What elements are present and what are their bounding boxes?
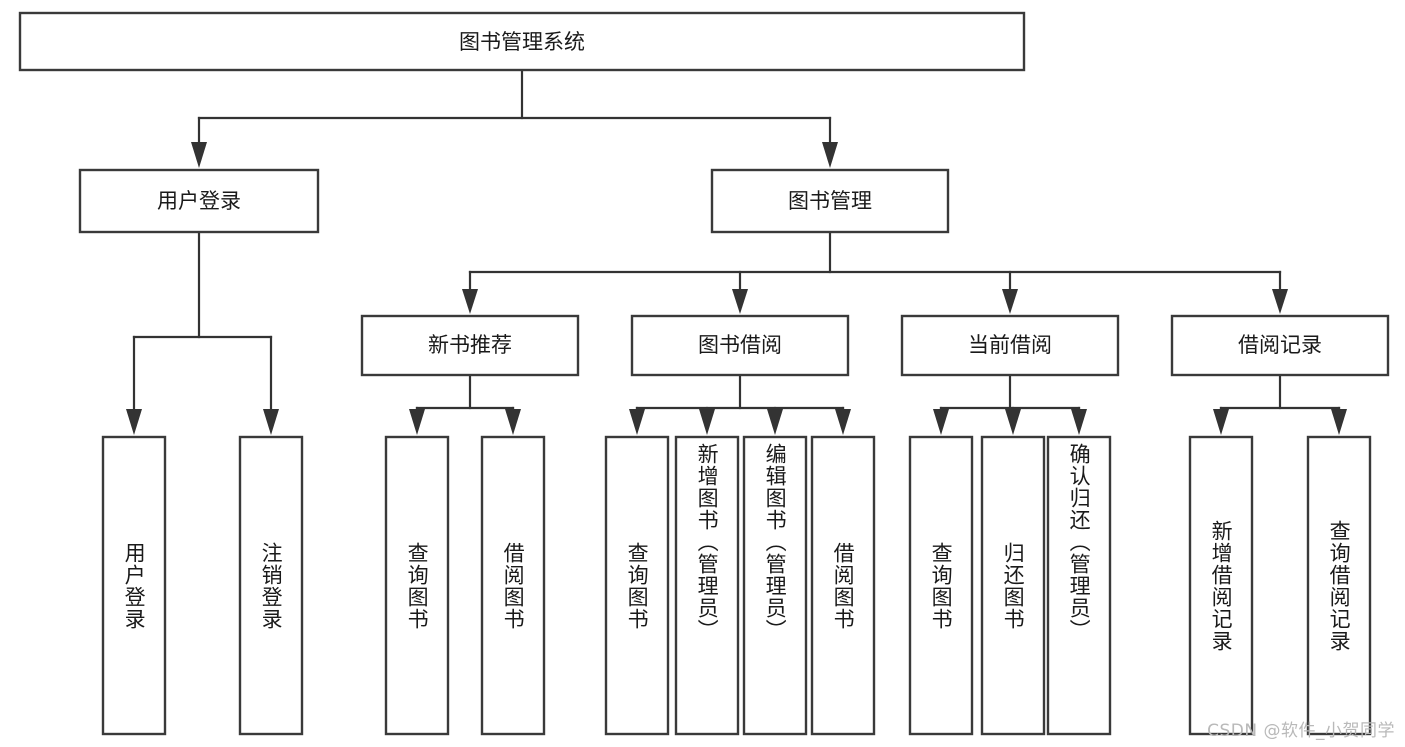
node-user-login-label: 用户登录 (157, 189, 241, 213)
arrow-to-user-login (191, 142, 207, 168)
leaf-box-user-login[interactable] (101, 435, 167, 736)
arrow-to-leaf-query-book-3 (933, 409, 949, 435)
leaf-box-borrow-book-1[interactable] (480, 435, 546, 736)
leaf-box-query-book-2[interactable] (604, 435, 670, 736)
leaf-box-add-book[interactable] (674, 435, 740, 736)
arrow-to-leaf-query-book-2 (629, 409, 645, 435)
arrow-to-leaf-add-record (1213, 409, 1229, 435)
leaf-box-layer (101, 435, 1372, 736)
node-borrow-record-label: 借阅记录 (1238, 333, 1322, 357)
leaf-box-edit-book[interactable] (742, 435, 808, 736)
node-user-login-box[interactable] (78, 168, 320, 234)
node-book-management-label: 图书管理 (788, 189, 872, 213)
arrow-to-current-borrow (1002, 289, 1018, 314)
arrow-to-leaf-edit-book (767, 409, 783, 435)
leaf-box-query-book-3[interactable] (908, 435, 974, 736)
arrow-to-new-book-recommend (462, 289, 478, 314)
arrow-to-leaf-query-record (1331, 409, 1347, 435)
node-borrow-record[interactable]: 借阅记录 (1170, 314, 1390, 377)
arrow-to-leaf-add-book (699, 409, 715, 435)
node-current-borrow-box[interactable] (900, 314, 1120, 377)
node-new-book-recommend-label: 新书推荐 (428, 333, 512, 357)
arrow-to-book-management (822, 142, 838, 168)
node-current-borrow[interactable]: 当前借阅 (900, 314, 1120, 377)
node-root-book-management-system[interactable]: 图书管理系统 (18, 11, 1026, 72)
node-book-management[interactable]: 图书管理 (710, 168, 950, 234)
node-root-label: 图书管理系统 (459, 30, 585, 54)
leaf-box-borrow-book-2[interactable] (810, 435, 876, 736)
node-book-borrow-label: 图书借阅 (698, 333, 782, 357)
leaf-box-return-book[interactable] (980, 435, 1046, 736)
node-borrow-record-box[interactable] (1170, 314, 1390, 377)
arrow-to-leaf-logout (263, 409, 279, 435)
node-user-login[interactable]: 用户登录 (78, 168, 320, 234)
node-root-box[interactable] (18, 11, 1026, 72)
connector-layer (126, 68, 1347, 435)
leaf-box-add-record[interactable] (1188, 435, 1254, 736)
arrow-to-leaf-return-book (1005, 409, 1021, 435)
node-new-book-recommend-box[interactable] (360, 314, 580, 377)
node-book-management-box[interactable] (710, 168, 950, 234)
arrow-to-leaf-borrow-book-2 (835, 409, 851, 435)
leaf-box-logout[interactable] (238, 435, 304, 736)
arrow-to-leaf-query-book-1 (409, 409, 425, 435)
node-current-borrow-label: 当前借阅 (968, 333, 1052, 357)
arrow-to-borrow-record (1272, 289, 1288, 314)
arrow-to-leaf-borrow-book-1 (505, 409, 521, 435)
node-book-borrow[interactable]: 图书借阅 (630, 314, 850, 377)
leaf-box-query-book-1[interactable] (384, 435, 450, 736)
csdn-watermark: CSDN @软件_小贺同学 (1207, 721, 1395, 741)
arrow-to-book-borrow (732, 289, 748, 314)
node-book-borrow-box[interactable] (630, 314, 850, 377)
node-new-book-recommend[interactable]: 新书推荐 (360, 314, 580, 377)
arrow-to-leaf-confirm-return (1071, 409, 1087, 435)
leaf-box-confirm-return[interactable] (1046, 435, 1112, 736)
arrow-to-leaf-user-login (126, 409, 142, 435)
leaf-box-query-record[interactable] (1306, 435, 1372, 736)
